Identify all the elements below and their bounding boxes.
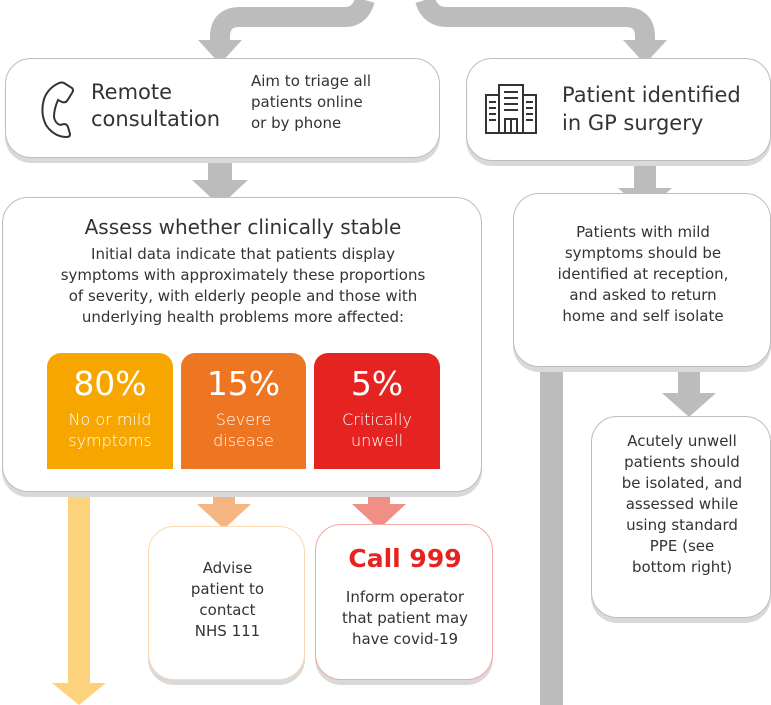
mild-symptoms-arrow-head <box>52 683 106 705</box>
assess-body-line-2: symptoms with approximately these propor… <box>60 266 426 284</box>
mild-gp-line-2: symptoms should be <box>564 244 722 262</box>
assess-body-line-4: underlying health problems more affected… <box>81 308 405 326</box>
severity-severe-percent: 15% <box>206 364 281 403</box>
severity-critical-label: Critically unwell <box>314 409 440 451</box>
advise-text: Advise patient to contact NHS 111 <box>149 558 306 642</box>
acutely-unwell-box: Acutely unwell patients should be isolat… <box>591 416 771 618</box>
call-999-line-2: that patient may <box>341 609 469 627</box>
gp-title-line-1: Patient identified <box>562 83 741 107</box>
mild-gp-line-3: identified at reception, <box>557 265 729 283</box>
assess-body-line-1: Initial data indicate that patients disp… <box>91 245 395 263</box>
severity-critical-tile: 5% Critically unwell <box>314 353 440 469</box>
severity-critical-label-line-2: unwell <box>350 431 404 450</box>
acute-line-5: using standard <box>626 516 738 534</box>
severity-severe-label-line-1: Severe <box>215 410 272 429</box>
call-999-box: Call 999 Inform operator that patient ma… <box>315 524 493 680</box>
severity-mild-label: No or mild symptoms <box>47 409 173 451</box>
severity-severe-label-line-2: disease <box>213 431 274 450</box>
assess-body: Initial data indicate that patients disp… <box>3 244 483 328</box>
building-icon <box>485 84 537 134</box>
mild-gp-line-5: home and self isolate <box>562 307 724 325</box>
top-right-arrowhead <box>623 40 667 64</box>
severity-severe-label: Severe disease <box>181 409 306 451</box>
acute-line-2: patients should <box>624 453 740 471</box>
mild-gp-text: Patients with mild symptoms should be id… <box>514 222 771 327</box>
severity-mild-percent: 80% <box>73 364 147 403</box>
severity-mild-tile: 80% No or mild symptoms <box>47 353 173 469</box>
mild-gp-down-line <box>540 368 563 705</box>
acute-line-4: assessed while <box>625 495 739 513</box>
acute-line-7: bottom right) <box>631 558 733 576</box>
call-999-line-3: have covid-19 <box>351 630 459 648</box>
remote-title-line-1: Remote <box>91 80 173 104</box>
advise-line-2: patient to <box>190 580 265 598</box>
remote-consultation-box: Remote consultation Aim to triage all pa… <box>5 58 440 158</box>
advise-nhs111-box: Advise patient to contact NHS 111 <box>148 526 305 680</box>
phone-icon <box>41 81 74 139</box>
mild-symptoms-arrow-shaft <box>68 468 90 688</box>
remote-note: Aim to triage all patients online or by … <box>251 71 371 134</box>
gp-surgery-box: Patient identified in GP surgery <box>466 58 771 161</box>
severity-severe-tile: 15% Severe disease <box>181 353 306 469</box>
remote-title: Remote consultation <box>91 79 220 133</box>
remote-to-assess-head <box>192 180 248 206</box>
mild-gp-line-1: Patients with mild <box>576 223 710 241</box>
top-right-connector <box>415 0 655 44</box>
critical-arrow-head <box>352 504 406 529</box>
severity-mild-label-line-1: No or mild <box>68 410 152 429</box>
remote-note-line-2: patients online <box>251 93 363 111</box>
top-left-arrowhead <box>198 40 242 64</box>
mild-to-acute-shaft <box>678 370 700 398</box>
advise-line-1: Advise <box>202 559 253 577</box>
advise-line-4: NHS 111 <box>194 622 261 640</box>
gp-title: Patient identified in GP surgery <box>562 81 741 137</box>
call-999-heading: Call 999 <box>348 544 462 573</box>
mild-gp-line-4: and asked to return <box>569 286 717 304</box>
severe-arrow-head <box>197 504 251 529</box>
mild-to-acute-head <box>662 393 716 417</box>
remote-note-line-3: or by phone <box>251 114 342 132</box>
severity-critical-percent: 5% <box>350 364 404 403</box>
mild-gp-reception-box: Patients with mild symptoms should be id… <box>513 193 771 367</box>
acute-line-1: Acutely unwell <box>627 432 737 450</box>
acute-line-6: PPE (see <box>649 537 715 555</box>
call-999-text: Inform operator that patient may have co… <box>316 587 494 650</box>
assess-body-line-3: of severity, with elderly people and tho… <box>68 287 418 305</box>
severity-critical-label-line-1: Critically <box>342 410 412 429</box>
acute-line-3: be isolated, and <box>621 474 743 492</box>
assess-heading: Assess whether clinically stable <box>84 215 402 239</box>
acute-text: Acutely unwell patients should be isolat… <box>592 431 771 578</box>
top-left-connector <box>210 0 375 44</box>
severity-mild-label-line-2: symptoms <box>68 431 152 450</box>
advise-line-3: contact <box>199 601 256 619</box>
gp-title-line-2: in GP surgery <box>562 111 704 135</box>
remote-title-line-2: consultation <box>91 107 221 131</box>
call-999-line-1: Inform operator <box>345 588 465 606</box>
remote-note-line-1: Aim to triage all <box>251 72 372 90</box>
gp-to-mild-shaft <box>634 160 656 193</box>
